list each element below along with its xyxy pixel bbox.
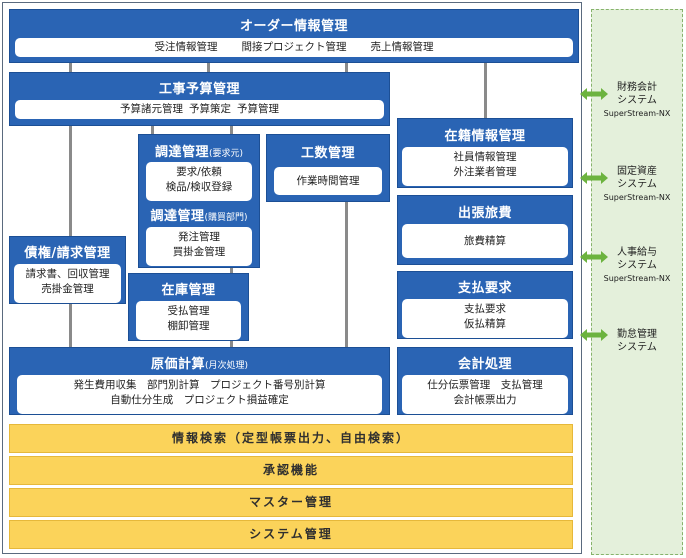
personnel-title: 在籍情報管理	[444, 129, 526, 144]
order-items: 受注情報管理 間接プロジェクト管理 売上情報管理	[15, 38, 573, 57]
master-management-bar: マスター管理	[9, 488, 573, 517]
system-management-bar: システム管理	[9, 520, 573, 549]
budget-item: 予算管理	[237, 103, 279, 115]
inventory-title: 在庫管理	[161, 283, 216, 298]
claims-title: 債権/請求管理	[24, 246, 111, 261]
inventory-line: 受払管理	[167, 305, 210, 317]
procure-req-box: 要求/依頼 検品/検収登録	[146, 162, 252, 201]
manhour-module: 工数管理 作業時間管理	[266, 134, 390, 202]
budget-title: 工事予算管理	[158, 82, 240, 97]
costing-line: 発生費用収集 部門別計算 プロジェクト番号別計算	[73, 379, 326, 391]
order-item: 間接プロジェクト管理	[241, 41, 347, 53]
accounting-line: 会計帳票出力	[453, 394, 517, 406]
procurement-module: 調達管理(要求元) 要求/依頼 検品/検収登録 調達管理(購買部門) 発注管理 …	[138, 134, 260, 268]
order-item: 受注情報管理	[154, 41, 218, 53]
double-arrow-icon	[580, 88, 608, 100]
claims-line: 請求書、回収管理	[25, 268, 110, 280]
connector-line	[69, 60, 72, 76]
payment-line: 仮払精算	[464, 318, 506, 330]
costing-line: 自動仕分生成 プロジェクト損益確定	[110, 394, 289, 406]
manhour-title: 工数管理	[300, 146, 355, 161]
inventory-line: 棚卸管理	[167, 320, 210, 332]
personnel-line: 社員情報管理	[453, 151, 517, 163]
double-arrow-icon	[580, 329, 608, 341]
connector-line	[151, 126, 154, 138]
accounting-title: 会計処理	[457, 357, 512, 372]
travel-title: 出張旅費	[457, 206, 512, 221]
external-system-finance: 財務会計 システム SuperStream-NX	[603, 82, 671, 118]
connector-line	[69, 126, 72, 238]
travel-line: 旅費精算	[464, 235, 506, 247]
budget-item: 予算策定	[189, 103, 231, 115]
order-title: オーダー情報管理	[239, 19, 348, 34]
order-module: オーダー情報管理 受注情報管理 間接プロジェクト管理 売上情報管理	[9, 9, 579, 63]
accounting-module: 会計処理 仕分伝票管理 支払管理 会計帳票出力	[397, 347, 573, 415]
connector-line	[345, 60, 348, 76]
costing-box: 発生費用収集 部門別計算 プロジェクト番号別計算 自動仕分生成 プロジェクト損益…	[17, 375, 382, 414]
double-arrow-icon	[580, 172, 608, 184]
costing-module: 原価計算(月次処理) 発生費用収集 部門別計算 プロジェクト番号別計算 自動仕分…	[9, 347, 390, 415]
budget-items: 予算諸元管理 予算策定 予算管理	[15, 100, 384, 119]
info-search-bar: 情報検索（定型帳票出力、自由検索）	[9, 424, 573, 453]
double-arrow-icon	[580, 251, 608, 263]
procure-req-line: 要求/依頼	[176, 166, 222, 178]
accounting-line: 仕分伝票管理 支払管理	[427, 379, 543, 391]
payment-line: 支払要求	[464, 303, 506, 315]
connector-line	[345, 198, 348, 350]
budget-module: 工事予算管理 予算諸元管理 予算策定 予算管理	[9, 72, 390, 126]
personnel-line: 外注業者管理	[453, 166, 517, 178]
procure-req-title: 調達管理(要求元)	[154, 145, 244, 160]
personnel-box: 社員情報管理 外注業者管理	[402, 147, 568, 186]
inventory-box: 受払管理 棚卸管理	[136, 301, 241, 340]
accounting-box: 仕分伝票管理 支払管理 会計帳票出力	[402, 375, 568, 414]
costing-title: 原価計算(月次処理)	[150, 357, 249, 372]
payment-module: 支払要求 支払要求 仮払精算	[397, 271, 573, 339]
connector-line	[230, 126, 233, 138]
procure-buy-title: 調達管理(購買部門)	[150, 209, 248, 224]
connector-line	[230, 340, 233, 350]
external-system-fixed-assets: 固定資産 システム SuperStream-NX	[603, 166, 671, 202]
payment-title: 支払要求	[457, 281, 512, 296]
procure-req-line: 検品/検収登録	[165, 181, 233, 193]
procure-buy-box: 発注管理 買掛金管理	[146, 227, 252, 266]
payment-box: 支払要求 仮払精算	[402, 299, 568, 338]
travel-box: 旅費精算	[402, 224, 568, 258]
procure-buy-line: 発注管理	[178, 231, 220, 243]
order-item: 売上情報管理	[370, 41, 434, 53]
personnel-module: 在籍情報管理 社員情報管理 外注業者管理	[397, 118, 573, 188]
approval-bar: 承認機能	[9, 456, 573, 485]
inventory-module: 在庫管理 受払管理 棚卸管理	[128, 273, 249, 341]
connector-line	[484, 60, 487, 120]
claims-module: 債権/請求管理 請求書、回収管理 売掛金管理	[9, 236, 126, 304]
budget-item: 予算諸元管理	[120, 103, 183, 115]
external-systems-panel	[591, 9, 683, 555]
connector-line	[230, 264, 233, 276]
travel-module: 出張旅費 旅費精算	[397, 195, 573, 265]
claims-line: 売掛金管理	[41, 283, 94, 295]
external-system-payroll: 人事給与 システム SuperStream-NX	[603, 247, 671, 283]
manhour-box: 作業時間管理	[274, 167, 382, 195]
procure-buy-line: 買掛金管理	[172, 246, 226, 258]
connector-line	[207, 60, 210, 76]
manhour-line: 作業時間管理	[296, 175, 360, 187]
connector-line	[69, 302, 72, 350]
external-system-attendance: 勤怠管理 システム	[617, 329, 657, 353]
claims-box: 請求書、回収管理 売掛金管理	[14, 264, 121, 303]
